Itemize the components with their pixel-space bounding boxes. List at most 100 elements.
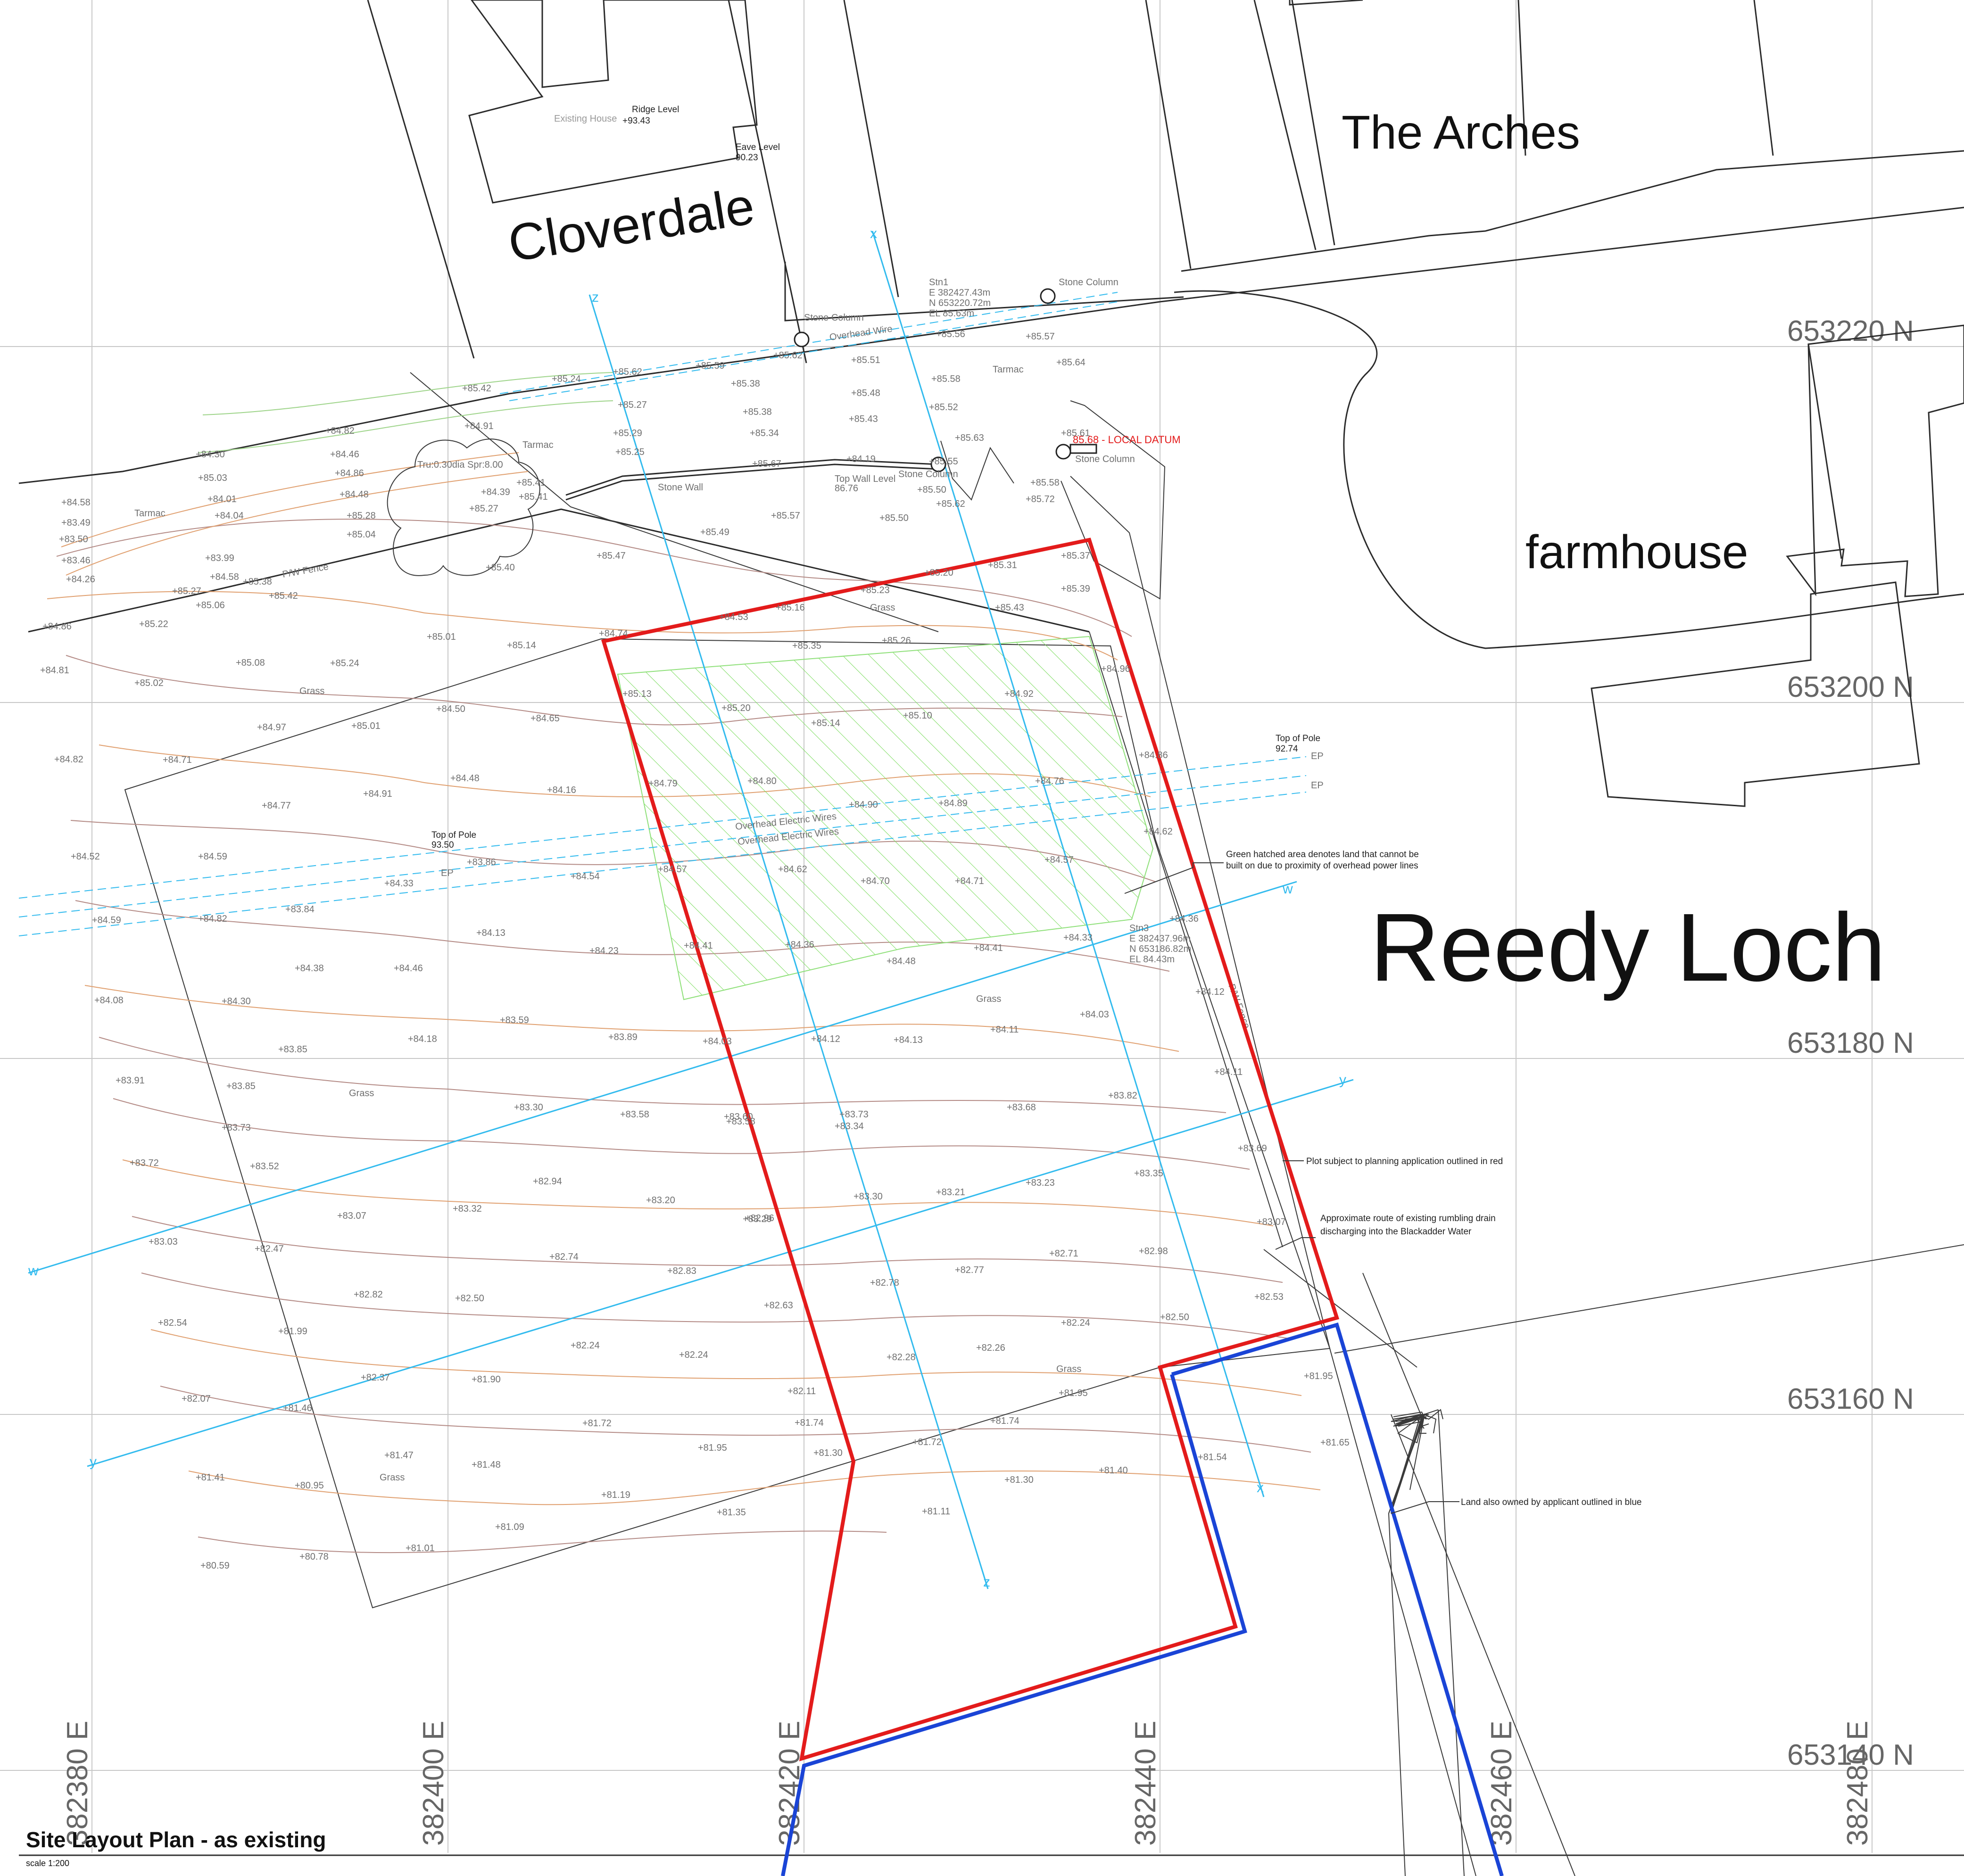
spot-level: +84.57 (1044, 855, 1074, 865)
pw-fence-label: P/W Fence (282, 562, 329, 580)
spot-level: +85.37 (1061, 551, 1090, 561)
spot-level: +84.11 (990, 1025, 1019, 1035)
spot-level: +84.74 (599, 628, 628, 639)
spot-level: +84.41 (974, 943, 1003, 953)
owned-land-boundary (1171, 1322, 1504, 1876)
spot-level: +85.50 (879, 513, 909, 523)
spot-level: +84.46 (330, 449, 359, 460)
spot-level: +81.74 (990, 1416, 1019, 1426)
section-label-y: y (1339, 1072, 1346, 1088)
spot-level: +82.63 (764, 1300, 793, 1311)
station-stn1: Stn1 E 382427.43m N 653220.72m EL 85.63m (929, 277, 991, 319)
stone-column-marker (1040, 288, 1056, 304)
spot-level: +83.29 (743, 1214, 772, 1224)
spot-level: +82.54 (158, 1318, 187, 1328)
spot-level: +85.62 (773, 350, 803, 361)
spot-level: +82.98 (1139, 1246, 1168, 1256)
spot-level: +85.10 (903, 711, 932, 721)
spot-level: +84.86 (335, 468, 364, 479)
spot-level: +85.62 (936, 499, 965, 509)
station-line: E 382427.43m (929, 288, 990, 298)
spot-level: +84.48 (450, 773, 480, 784)
northing-label: 653160 N (1787, 1383, 1914, 1415)
owned-land-boundary (781, 1373, 1247, 1876)
spot-level: +85.23 (861, 585, 890, 595)
spot-level: +84.48 (887, 956, 916, 967)
spot-level: +82.24 (571, 1340, 600, 1351)
spot-level: +85.14 (811, 718, 840, 728)
top-wall-level-label: Top Wall Level (835, 474, 895, 484)
spot-level: +83.34 (835, 1121, 864, 1132)
spot-level: +85.41 (519, 492, 548, 502)
stone-column-label: Stone Column (804, 313, 864, 323)
spot-level: +81.95 (1304, 1371, 1333, 1381)
spot-level: +84.91 (363, 789, 392, 799)
spot-level: +83.73 (222, 1123, 251, 1133)
spot-level: +83.20 (646, 1195, 675, 1206)
stone-columns: Stone Column Stone Column Stone Column S… (794, 277, 1181, 479)
spot-level: +84.82 (325, 426, 355, 436)
spot-level: +81.54 (1198, 1452, 1227, 1463)
spot-level: +84.33 (1063, 933, 1093, 943)
spot-level: +82.37 (361, 1372, 390, 1383)
stone-column-label: Stone Column (1059, 277, 1119, 288)
spot-level: +85.58 (931, 374, 961, 384)
spot-level: +81.30 (1004, 1475, 1034, 1485)
tarmac-label: Tarmac (522, 440, 554, 450)
ridge-level-value: +93.43 (622, 116, 650, 126)
spot-levels: +85.42+85.24+85.62+85.59+85.62+85.38+85.… (40, 329, 1350, 1571)
spot-level: +85.72 (1026, 494, 1055, 504)
spot-level: +83.50 (59, 534, 88, 545)
spot-level: +84.19 (846, 454, 876, 464)
spot-level: +84.01 (207, 494, 237, 504)
spot-level: +82.50 (1160, 1312, 1189, 1322)
northing-label: 653200 N (1787, 671, 1914, 703)
spot-level: +85.27 (618, 400, 647, 410)
local-datum-label: 85.68 - LOCAL DATUM (1073, 434, 1181, 446)
section-label-x: x (1257, 1480, 1264, 1496)
spot-level: +84.59 (198, 851, 227, 862)
spot-level: +83.35 (1134, 1168, 1163, 1179)
spot-level: +85.43 (995, 603, 1024, 613)
spot-level: +85.56 (936, 329, 965, 339)
spot-level: +83.07 (1257, 1217, 1286, 1227)
spot-level: +81.72 (582, 1418, 612, 1429)
spot-level: +84.82 (54, 754, 83, 765)
stone-column-marker (930, 456, 946, 472)
spot-level: +83.32 (453, 1204, 482, 1214)
spot-level: +85.42 (269, 591, 298, 601)
green-hatch-note: built on due to proximity of overhead po… (1226, 861, 1418, 871)
spot-level: +85.28 (347, 511, 376, 521)
spot-level: +84.58 (210, 572, 239, 582)
top-wall-level-value: 86.76 (835, 483, 858, 494)
spot-level: +84.89 (938, 798, 968, 809)
spot-level: +84.18 (408, 1034, 437, 1044)
drawing-scale: scale 1:200 (26, 1859, 69, 1868)
planning-application-boundary (601, 537, 1340, 1761)
spot-level: +84.48 (340, 489, 369, 500)
spot-level: +83.84 (285, 904, 315, 915)
spot-level: +84.81 (40, 665, 69, 676)
spot-level: +85.51 (851, 355, 880, 365)
owned-land-note: Land also owned by applicant outlined in… (1461, 1497, 1641, 1507)
ep-label: EP (1311, 751, 1324, 761)
spot-level: +85.25 (615, 447, 645, 457)
stone-column-marker (1055, 444, 1071, 460)
spot-level: +85.24 (552, 374, 581, 384)
spot-level: +84.23 (589, 946, 619, 956)
grass-label: Grass (870, 603, 895, 613)
tree-symbol: Tru:0.30dia Spr:8.00 (387, 438, 540, 576)
easting-label: 382440 E (1129, 1721, 1162, 1846)
spot-level: +84.71 (955, 876, 984, 886)
spot-level: +85.42 (462, 383, 491, 394)
spot-level: +85.40 (486, 562, 515, 573)
spot-level: +81.99 (278, 1326, 307, 1337)
spot-level: +84.36 (1169, 914, 1199, 924)
station-stn3: Stn3 E 382437.96m N 653186.82m EL 84.43m (1129, 923, 1191, 965)
spot-level: +84.57 (658, 864, 687, 875)
spot-level: +84.82 (198, 914, 227, 924)
spot-level: +82.07 (182, 1394, 211, 1404)
spot-level: +83.72 (130, 1158, 159, 1168)
spot-level: +84.13 (894, 1035, 923, 1045)
ridge-level-label: Ridge Level (632, 105, 679, 115)
